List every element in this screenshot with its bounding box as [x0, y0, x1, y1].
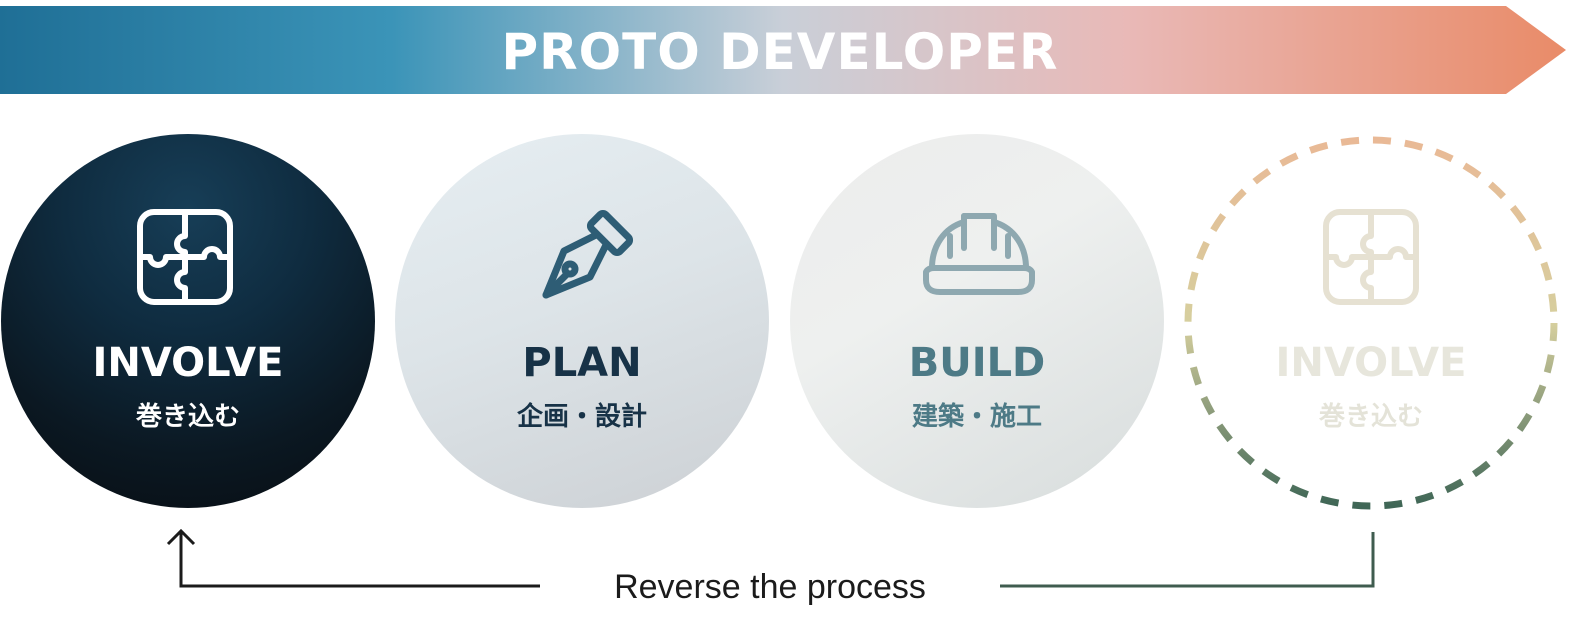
step-involve-sublabel: 巻き込む	[135, 402, 240, 432]
step-involve-repeat-sublabel: 巻き込む	[1318, 402, 1423, 432]
step-build-label: BUILD	[908, 340, 1046, 386]
step-involve-circle	[1, 134, 375, 508]
step-plan-circle	[395, 134, 769, 508]
puzzle-icon	[137, 209, 233, 305]
fountain-pen-icon	[542, 209, 634, 299]
step-involve-repeat-label: INVOLVE	[1275, 340, 1467, 386]
step-plan-sublabel: 企画・設計	[516, 402, 647, 432]
puzzle-icon	[1323, 209, 1419, 305]
step-build-circle	[790, 134, 1164, 508]
step-involve-repeat-ring	[1184, 136, 1558, 510]
banner-title: PROTO DEVELOPER	[501, 23, 1059, 81]
reverse-process-label: Reverse the process	[614, 568, 926, 606]
step-build-sublabel: 建築・施工	[911, 402, 1042, 432]
step-involve-label: INVOLVE	[92, 340, 284, 386]
banner-arrow	[0, 6, 1566, 94]
step-plan-label: PLAN	[522, 340, 642, 386]
reverse-process-arrow	[166, 528, 1375, 588]
hard-hat-icon	[923, 213, 1035, 295]
